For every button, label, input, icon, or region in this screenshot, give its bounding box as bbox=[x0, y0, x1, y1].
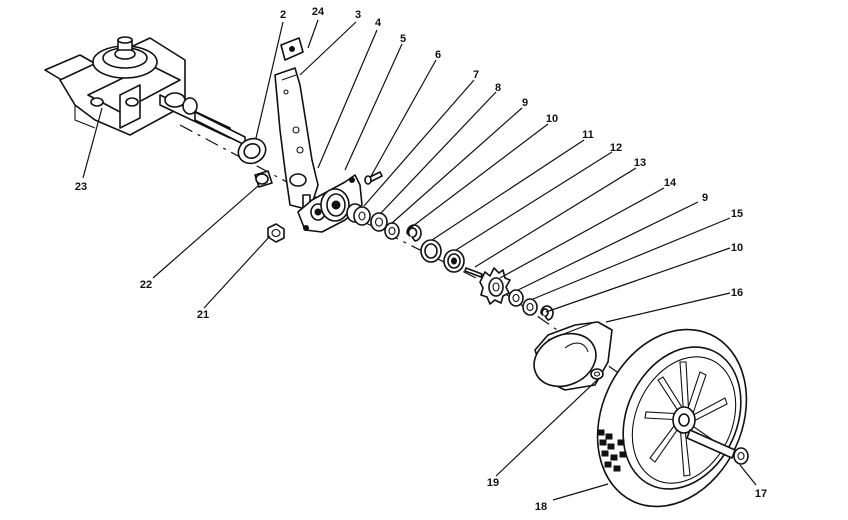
callout-10b: 10 bbox=[731, 242, 743, 254]
part-13-pinion-gear bbox=[479, 267, 511, 305]
part-18-wheel bbox=[596, 328, 748, 508]
part-23-transmission bbox=[44, 36, 246, 146]
part-5-screw bbox=[364, 171, 383, 185]
callout-8: 8 bbox=[495, 82, 501, 94]
part-17-axle-bolt bbox=[686, 429, 749, 465]
part-10-spacer bbox=[420, 239, 442, 263]
leader-lines bbox=[82, 19, 757, 501]
callout-18: 18 bbox=[535, 501, 547, 513]
part-9-retaining-ring bbox=[406, 224, 422, 242]
callout-24: 24 bbox=[312, 6, 325, 18]
part-14-washer bbox=[508, 289, 524, 307]
callout-17: 17 bbox=[755, 488, 767, 500]
part-12-pin bbox=[464, 267, 483, 278]
callout-7: 7 bbox=[473, 69, 479, 81]
part-15-bushing bbox=[522, 298, 538, 316]
part-22-bolt bbox=[254, 170, 273, 188]
part-2-seal bbox=[237, 137, 267, 165]
callout-15: 15 bbox=[731, 208, 743, 220]
part-6-bushing bbox=[346, 203, 371, 226]
callout-23: 23 bbox=[75, 181, 87, 193]
callout-13: 13 bbox=[634, 157, 646, 169]
callout-4: 4 bbox=[375, 17, 382, 29]
callout-labels: 2 24 3 4 5 6 7 8 9 10 11 12 13 14 9 15 1… bbox=[75, 6, 767, 513]
part-9-retaining-ring-2 bbox=[540, 305, 554, 321]
callout-5: 5 bbox=[400, 33, 406, 45]
callout-22: 22 bbox=[140, 279, 152, 291]
callout-16: 16 bbox=[731, 287, 743, 299]
part-8-washer bbox=[384, 222, 400, 240]
callout-2: 2 bbox=[280, 9, 286, 21]
part-11-bearing bbox=[443, 249, 465, 273]
callout-14: 14 bbox=[664, 177, 677, 189]
callout-12: 12 bbox=[610, 142, 622, 154]
callout-11: 11 bbox=[582, 129, 594, 141]
part-21-nut bbox=[267, 223, 285, 243]
callout-10a: 10 bbox=[546, 113, 558, 125]
part-16-wheel-cover bbox=[533, 321, 613, 391]
part-24-plate bbox=[280, 37, 304, 61]
callout-9b: 9 bbox=[702, 192, 708, 204]
callout-3: 3 bbox=[355, 9, 361, 21]
part-4-housing bbox=[297, 174, 363, 233]
center-axis-line bbox=[179, 124, 701, 431]
tire-tread bbox=[597, 429, 627, 472]
callout-21: 21 bbox=[197, 309, 209, 321]
callout-6: 6 bbox=[435, 49, 441, 61]
part-7-washer bbox=[370, 212, 388, 232]
callout-19: 19 bbox=[487, 477, 499, 489]
callout-9a: 9 bbox=[522, 97, 528, 109]
part-3-bracket bbox=[274, 67, 319, 211]
